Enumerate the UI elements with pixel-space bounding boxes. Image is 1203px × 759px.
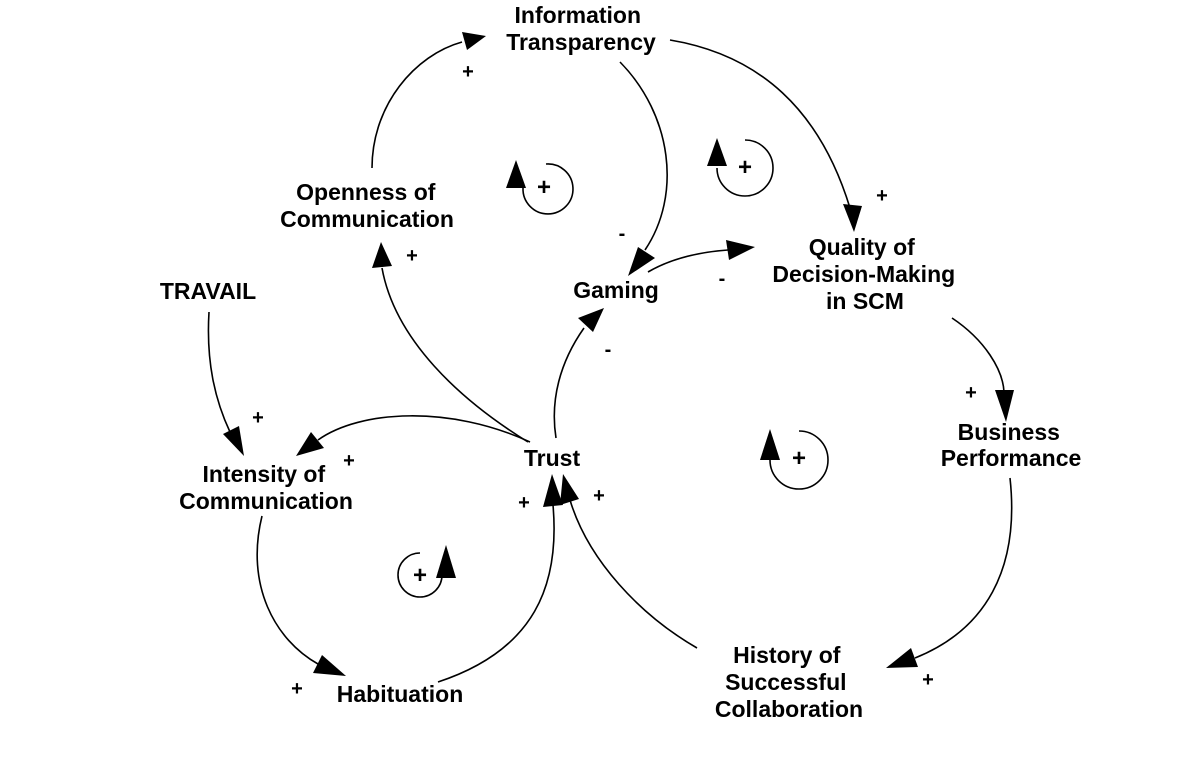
node-business-performance: Business Performance [941, 419, 1082, 471]
edge-trust-to-openness [381, 267, 529, 443]
edge-habituation-to-trust [437, 504, 555, 683]
node-information-transparency: Information Transparency [506, 2, 656, 55]
edge-transparency-to-gaming [619, 61, 668, 251]
node-intensity-of-communication: Intensity of Communication [179, 461, 353, 514]
arrowhead-travail-to-intensity [223, 426, 244, 456]
edge-travail-to-intensity [207, 311, 231, 433]
polarity-history-to-trust: + [593, 485, 605, 507]
polarity-trust-to-openness: + [406, 245, 418, 267]
loop-sign-lower-right: + [792, 445, 806, 472]
arrowhead-business-to-history [886, 648, 918, 668]
arrowhead-gaming-to-quality [726, 240, 755, 260]
arrowhead-transparency-to-gaming [628, 247, 655, 276]
edge-trust-to-intensity [317, 415, 531, 443]
polarity-openness-to-transparency: + [462, 61, 474, 83]
polarity-trust-to-gaming: - [605, 339, 612, 361]
loop-sign-upper-right: + [738, 154, 752, 181]
node-quality-of-decision-making: Quality of Decision-Making in SCM [772, 234, 961, 314]
polarity-transparency-to-quality: + [876, 185, 888, 207]
arrowhead-trust-to-gaming [578, 308, 604, 332]
polarity-travail-to-intensity: + [252, 407, 264, 429]
arrowhead-openness-to-transparency [462, 32, 486, 50]
edge-intensity-to-habituation [256, 515, 319, 665]
loop-indicator-lower-right: + [760, 429, 829, 490]
arrowhead-trust-to-intensity [296, 432, 324, 456]
edge-openness-to-transparency [371, 41, 463, 169]
arrowhead-transparency-to-quality [843, 204, 862, 232]
polarity-quality-to-business: + [965, 382, 977, 404]
node-openness-of-communication: Openness of Communication [280, 179, 454, 232]
loop-sign-lower-left: + [413, 562, 427, 589]
loop-indicator-upper-right: + [707, 138, 774, 197]
node-travail: TRAVAIL [160, 278, 256, 304]
edge-quality-to-business [951, 317, 1005, 393]
edge-gaming-to-quality [647, 249, 729, 273]
polarity-gaming-to-quality: - [719, 268, 726, 290]
arrowhead-habituation-to-trust [543, 474, 563, 507]
arrowhead-quality-to-business [995, 390, 1014, 422]
node-history-of-successful-collaboration: History of Successful Collaboration [715, 642, 863, 722]
edge-trust-to-gaming [553, 327, 585, 439]
polarity-habituation-to-trust: + [518, 492, 530, 514]
edge-business-to-history [914, 477, 1013, 659]
arrowhead-history-to-trust [560, 474, 579, 505]
loop-indicator-upper-left: + [506, 160, 574, 215]
node-habituation: Habituation [337, 681, 464, 707]
arrowhead-trust-to-openness [372, 242, 392, 268]
loop-indicator-lower-left: + [397, 545, 456, 598]
arrowhead-intensity-to-habituation [313, 655, 346, 676]
polarity-trust-to-intensity: + [343, 450, 355, 472]
node-gaming: Gaming [573, 277, 659, 303]
polarity-business-to-history: + [922, 669, 934, 691]
polarity-intensity-to-habituation: + [291, 678, 303, 700]
polarity-transparency-to-gaming: - [619, 223, 626, 245]
edge-history-to-trust [569, 499, 698, 649]
loop-sign-upper-left: + [537, 174, 551, 201]
node-trust: Trust [524, 445, 581, 471]
edge-transparency-to-quality [669, 39, 851, 209]
